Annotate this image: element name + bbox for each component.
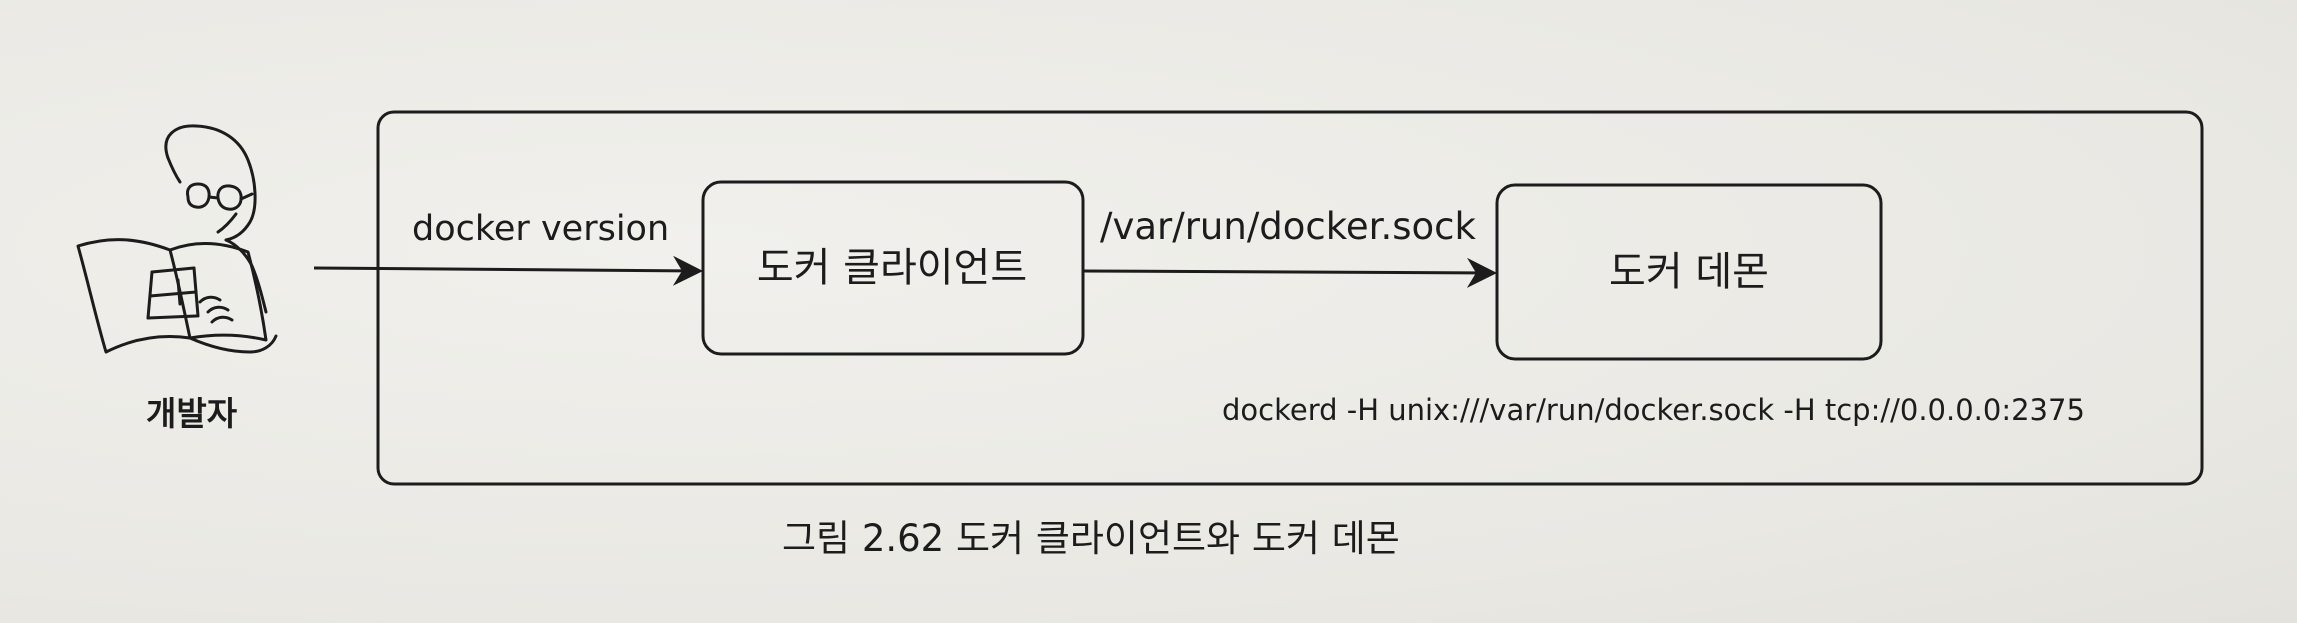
host-boundary-box — [376, 110, 2204, 486]
socket-arrow — [1082, 257, 1497, 288]
developer-figure-icon — [76, 124, 278, 354]
docker-version-command-label: docker version — [412, 209, 670, 249]
command-arrow — [313, 255, 703, 286]
docker-daemon-box — [1495, 183, 1883, 361]
docker-client-box — [701, 180, 1085, 356]
developer-label: 개발자 — [146, 394, 238, 433]
dockerd-command-text: dockerd -H unix:///var/run/docker.sock -… — [1222, 393, 2085, 427]
docker-client-label: 도커 클라이언트 — [756, 245, 1028, 291]
docker-daemon-label: 도커 데몬 — [1609, 249, 1769, 295]
figure-caption: 그림 2.62 도커 클라이언트와 도커 데몬 — [782, 517, 1400, 560]
docker-socket-path-label: /var/run/docker.sock — [1100, 205, 1476, 248]
